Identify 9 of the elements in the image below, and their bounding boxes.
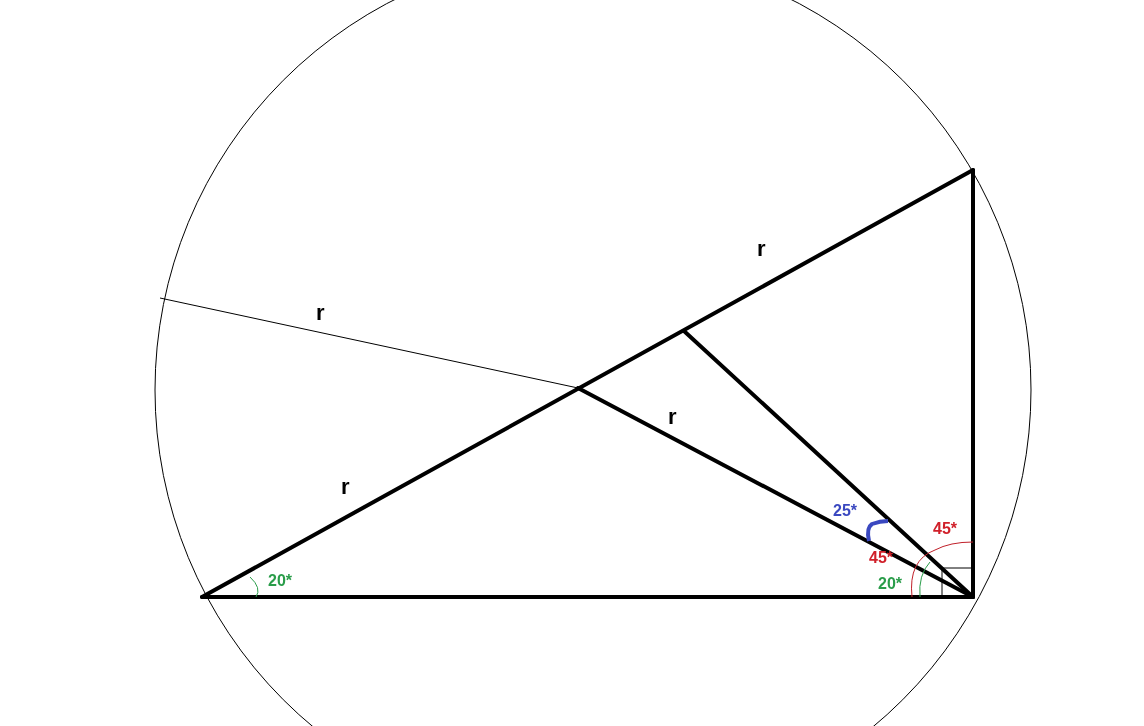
angle-label: 45*: [933, 521, 958, 537]
angle-label: 45*: [869, 550, 894, 566]
length-label: r: [757, 238, 766, 260]
angle-label: 25*: [833, 503, 858, 519]
length-label: r: [668, 406, 677, 428]
length-label: r: [316, 302, 325, 324]
angle-label: 20*: [878, 576, 903, 592]
angle-label: 20*: [268, 573, 293, 589]
length-label: r: [341, 476, 350, 498]
